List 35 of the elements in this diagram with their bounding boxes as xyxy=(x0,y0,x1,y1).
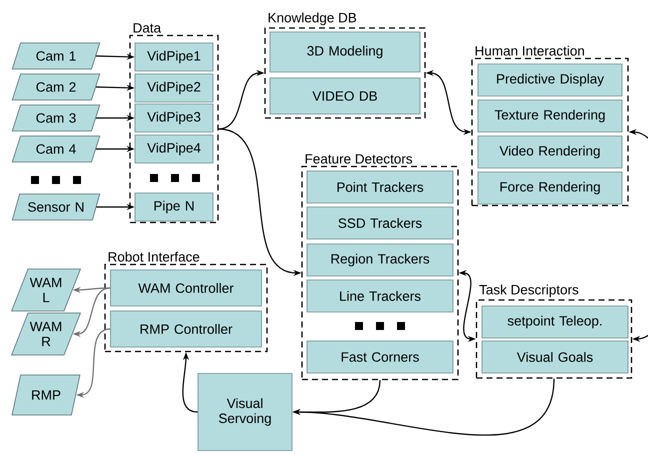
input-parallelogram: WAM R xyxy=(11,312,82,356)
group-heading: Data xyxy=(134,23,162,33)
process-box: Pipe N xyxy=(134,192,214,222)
process-box: Line Trackers xyxy=(306,280,454,312)
process-box: SSD Trackers xyxy=(306,206,454,240)
process-box: VIDEO DB xyxy=(270,78,420,114)
input-parallelogram: Cam 4 xyxy=(12,136,100,162)
input-parallelogram: RMP xyxy=(12,374,80,416)
process-box: VidPipe4 xyxy=(134,134,214,164)
process-box: VidPipe1 xyxy=(134,42,214,72)
process-box: Fast Corners xyxy=(306,340,454,374)
process-box: Predictive Display xyxy=(478,64,622,96)
process-box: RMP Controller xyxy=(110,310,262,348)
process-box: VidPipe3 xyxy=(134,104,214,132)
input-parallelogram: Sensor N xyxy=(12,194,100,220)
group-heading: Knowledge DB xyxy=(268,12,356,26)
process-box: Force Rendering xyxy=(478,172,622,204)
group-heading: Task Descriptors xyxy=(479,284,578,298)
input-parallelogram: Cam 2 xyxy=(12,74,100,100)
input-parallelogram: Cam 3 xyxy=(12,104,100,132)
process-box: Point Trackers xyxy=(306,170,454,204)
process-box: Region Trackers xyxy=(306,244,454,276)
process-box: Texture Rendering xyxy=(478,100,622,132)
process-box: Visual Servoing xyxy=(198,373,292,451)
process-box: WAM Controller xyxy=(110,270,262,306)
process-box: Video Rendering xyxy=(478,136,622,168)
input-parallelogram: Cam 1 xyxy=(12,42,100,70)
group-heading: Robot Interface xyxy=(108,252,200,262)
group-heading: Feature Detectors xyxy=(306,154,412,164)
process-box: VidPipe2 xyxy=(134,74,214,102)
process-box: 3D Modeling xyxy=(270,32,420,72)
group-heading: Human Interaction xyxy=(476,46,584,56)
process-box: setpoint Teleop. xyxy=(482,306,628,338)
process-box: Visual Goals xyxy=(482,340,628,374)
input-parallelogram: WAM L xyxy=(11,268,82,312)
